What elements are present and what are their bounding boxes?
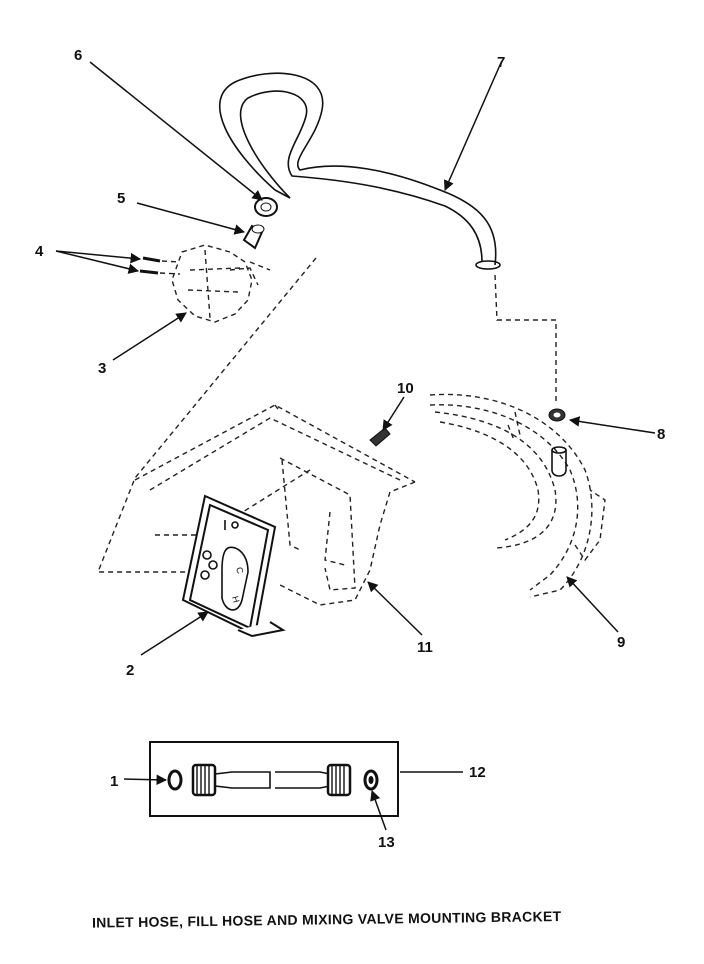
fill-hose-part: [218, 72, 501, 270]
callout-11: 11: [417, 639, 433, 656]
diagram-caption: INLET HOSE, FILL HOSE AND MIXING VALVE M…: [92, 908, 562, 931]
mixing-valve-part: [171, 244, 259, 323]
frame-part: [134, 404, 416, 606]
frame-screw-part: [369, 427, 391, 447]
tub-ring-part: [429, 393, 606, 598]
callout-9: 9: [617, 634, 625, 651]
inlet-hose-box: [149, 741, 399, 817]
svg-text:C: C: [234, 566, 245, 575]
callout-5: 5: [117, 190, 125, 207]
mounting-bracket-part: C H: [181, 494, 286, 638]
small-clamp-part: [548, 408, 567, 477]
callout-6: 6: [74, 47, 82, 64]
callout-1: 1: [110, 773, 118, 790]
callout-7: 7: [497, 54, 505, 71]
fitting-part: [242, 224, 265, 250]
callout-2: 2: [126, 662, 134, 679]
callout-8: 8: [657, 426, 665, 443]
leader-lines: [55, 61, 656, 831]
svg-text:H: H: [230, 595, 241, 604]
cabinet-outline: [96, 257, 317, 573]
callout-13: 13: [378, 834, 395, 851]
callout-10: 10: [397, 380, 414, 397]
screws-part: [139, 256, 181, 275]
callout-3: 3: [98, 360, 106, 377]
hose-clamp-part: [254, 197, 278, 217]
callout-4: 4: [35, 243, 44, 260]
hose-connector-line: [494, 274, 557, 405]
callout-12: 12: [469, 764, 486, 781]
